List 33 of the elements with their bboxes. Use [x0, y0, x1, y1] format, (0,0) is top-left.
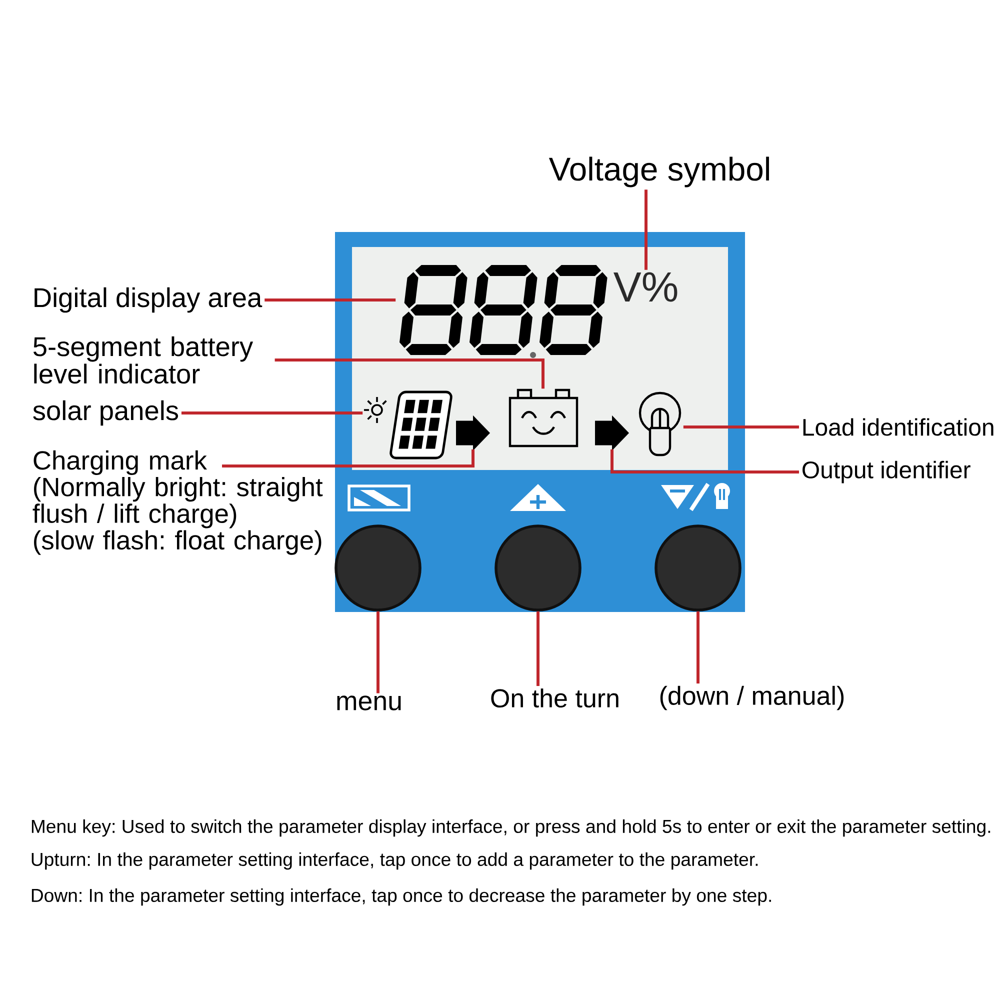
arrow-icon — [595, 415, 629, 451]
callout-label: 5-segment battery level indicator — [34, 336, 254, 384]
push-button — [494, 524, 582, 612]
arrow-icon — [456, 415, 490, 451]
leader-line — [181, 412, 363, 414]
callout-label: On the turn — [491, 688, 618, 708]
callout-label: Digital display area — [34, 287, 262, 313]
callout-label: Voltage symbol — [548, 156, 769, 188]
unit-symbol: V% — [614, 272, 678, 302]
bulb-icon — [638, 392, 682, 456]
leader-line — [696, 611, 700, 684]
leader-line — [610, 449, 799, 474]
note-text: Menu key: Used to switch the parameter display interface, or press and hold 5s to enter or exit the parameter setting. — [32, 819, 990, 837]
callout-label: (down / manual) — [660, 686, 844, 710]
leader-line — [536, 611, 540, 686]
note-text: Upturn: In the parameter setting interface, tap once to add a parameter to the parameter. — [32, 852, 758, 870]
leader-line — [644, 190, 648, 270]
leader-line — [683, 426, 799, 428]
callout-label: Charging mark (Normally bright: straight flush / lift charge) (slow flash: float charge) — [32, 450, 323, 555]
callout-label: menu — [337, 696, 401, 710]
leader-line — [222, 449, 474, 468]
note-text: Down: In the parameter setting interface, tap once to decrease the parameter by one step. — [32, 888, 771, 906]
callout-label: Output identifier — [802, 460, 970, 484]
solar-panel-icon — [364, 390, 452, 460]
callout-label: solar panels — [33, 400, 178, 426]
leader-line — [274, 358, 544, 389]
callout-label: Load identification — [803, 418, 994, 436]
push-button — [654, 524, 742, 612]
seven-segment-display — [400, 265, 608, 358]
leader-line — [264, 298, 396, 302]
leader-line — [376, 611, 380, 694]
battery-icon — [508, 388, 578, 448]
push-button — [334, 524, 422, 612]
